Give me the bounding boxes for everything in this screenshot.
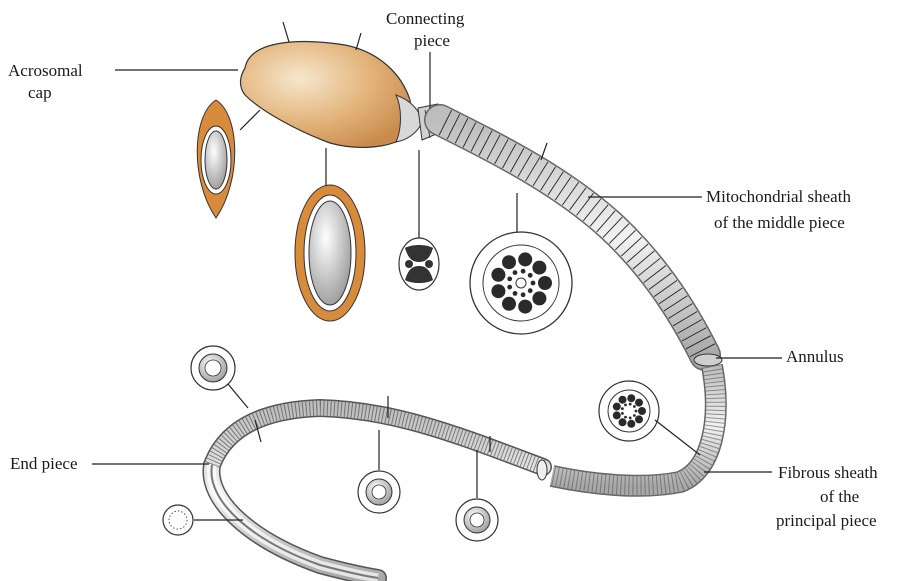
outer-dense-fiber xyxy=(502,297,516,311)
microtubule-doublet xyxy=(528,288,533,293)
svg-text:principal piece: principal piece xyxy=(776,511,877,530)
label-fibrous-sheath: Fibrous sheath of the principal piece xyxy=(704,463,878,530)
svg-text:Fibrous sheath: Fibrous sheath xyxy=(778,463,878,482)
outer-dense-fiber xyxy=(613,403,621,411)
microtubule-doublet xyxy=(633,414,636,417)
microtubule-doublet xyxy=(624,416,627,419)
svg-text:Mitochondrial sheath: Mitochondrial sheath xyxy=(706,187,851,206)
svg-text:of the middle piece: of the middle piece xyxy=(714,213,845,232)
outer-dense-fiber xyxy=(627,420,635,428)
microtubule-doublet xyxy=(507,277,512,282)
microtubule-doublet xyxy=(513,270,518,275)
tail-section-mid-left xyxy=(358,430,400,513)
outer-dense-fiber xyxy=(532,291,546,305)
annulus xyxy=(694,354,722,366)
outer-dense-fiber xyxy=(613,411,621,419)
outer-dense-fiber xyxy=(627,394,635,402)
label-acrosomal-cap: Acrosomal cap xyxy=(8,61,238,102)
tail-section-top-left xyxy=(191,346,248,408)
microtubule-doublet xyxy=(521,269,526,274)
microtubule-doublet xyxy=(635,410,638,413)
head-section-large xyxy=(295,148,365,321)
microtubule-doublet xyxy=(528,273,533,278)
outer-dense-fiber xyxy=(518,252,532,266)
outer-dense-fiber xyxy=(518,300,532,314)
outer-dense-fiber xyxy=(491,284,505,298)
svg-text:Annulus: Annulus xyxy=(786,347,844,366)
outer-dense-fiber xyxy=(635,415,643,423)
svg-text:Acrosomal: Acrosomal xyxy=(8,61,83,80)
outer-dense-fiber xyxy=(491,268,505,282)
microtubule-doublet xyxy=(531,281,536,286)
outer-dense-fiber xyxy=(619,396,627,404)
head-section-small xyxy=(197,100,260,218)
label-annulus: Annulus xyxy=(716,347,844,366)
outer-dense-fiber xyxy=(538,276,552,290)
svg-text:End piece: End piece xyxy=(10,454,78,473)
microtubule-doublet xyxy=(621,407,624,410)
principal-piece-section-upper xyxy=(599,381,700,455)
svg-text:cap: cap xyxy=(28,83,52,102)
middle-piece xyxy=(439,110,715,356)
label-end-piece: End piece xyxy=(10,454,209,473)
outer-dense-fiber xyxy=(638,407,646,415)
microtubule-doublet xyxy=(633,405,636,408)
outer-dense-fiber xyxy=(619,418,627,426)
outer-dense-fiber xyxy=(532,261,546,275)
microtubule-doublet xyxy=(629,417,632,420)
svg-text:of the: of the xyxy=(820,487,859,506)
svg-text:piece: piece xyxy=(414,31,450,50)
microtubule-doublet xyxy=(624,404,627,407)
middle-piece-section xyxy=(470,193,572,334)
microtubule-doublet xyxy=(621,412,624,415)
connecting-piece-section xyxy=(399,150,439,290)
microtubule-doublet xyxy=(507,285,512,290)
microtubule-doublet xyxy=(629,403,632,406)
outer-dense-fiber xyxy=(635,399,643,407)
outer-dense-fiber xyxy=(502,255,516,269)
svg-text:Connecting: Connecting xyxy=(386,9,465,28)
microtubule-doublet xyxy=(521,292,526,297)
microtubule-doublet xyxy=(513,291,518,296)
sperm-head xyxy=(240,22,422,147)
tail-section-mid-right xyxy=(456,450,498,541)
